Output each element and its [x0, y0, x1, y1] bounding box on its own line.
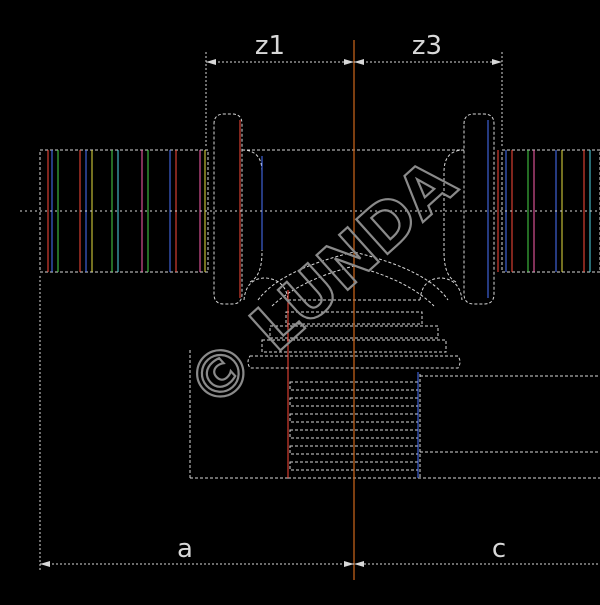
arrowhead: [344, 561, 354, 567]
dimension-label-a: a: [177, 534, 193, 564]
left-saddle: [243, 277, 289, 301]
left-collar: [213, 113, 243, 305]
dimension-arrows: [40, 59, 502, 567]
body-left-shoulder: [241, 149, 263, 283]
dimension-label-z1: z1: [255, 31, 285, 61]
dimension-label-c: c: [492, 534, 506, 564]
arrowhead: [206, 59, 216, 65]
arrowhead: [492, 59, 502, 65]
arrowhead: [40, 561, 50, 567]
branch-dome: [257, 251, 449, 301]
right-saddle: [419, 277, 463, 301]
arrowhead: [344, 59, 354, 65]
dimension-label-z3: z3: [412, 31, 442, 61]
body-right-shoulder: [443, 149, 465, 283]
arrowhead: [354, 59, 364, 65]
nut-base: [247, 355, 461, 369]
right-collar: [463, 113, 495, 305]
arrowhead: [354, 561, 364, 567]
